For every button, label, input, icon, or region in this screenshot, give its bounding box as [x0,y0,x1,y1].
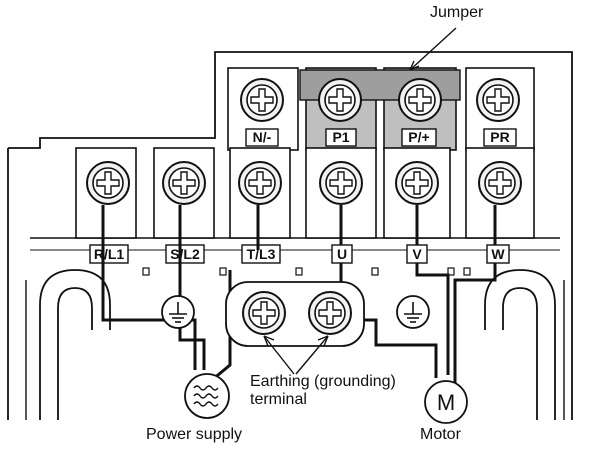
svg-text:V: V [412,246,422,262]
svg-text:R/L1: R/L1 [94,246,125,262]
earthing-arrows [263,335,329,375]
svg-text:N/-: N/- [253,129,272,145]
bottom-label-sl2: S/L2 [165,244,205,264]
bottom-label-w: W [486,244,510,264]
svg-text:T/L3: T/L3 [247,246,276,262]
svg-text:S/L2: S/L2 [170,246,200,262]
top-label-p1: P1 [325,128,357,147]
motor-symbol: M [424,380,468,424]
power-supply-symbol [184,373,230,419]
earthing-terminal-label-line2: terminal [250,391,307,408]
svg-text:W: W [491,246,505,262]
bottom-label-u: U [331,244,353,264]
svg-text:M: M [437,390,455,415]
slot-marks [142,267,471,276]
left-mount-hook [39,269,111,420]
ground-symbol-left [161,295,195,329]
bottom-label-v: V [406,244,428,264]
right-mount-hook [484,269,556,420]
motor-label: Motor [420,426,461,443]
top-label-p: P/+ [401,128,437,147]
top-label-pr: PR [483,128,517,147]
bottom-label-tl3: T/L3 [241,244,281,264]
jumper-leader [409,27,457,71]
svg-text:U: U [337,246,347,262]
jumper-label: Jumper [430,4,484,21]
power-supply-label: Power supply [146,426,243,443]
bottom-label-rl1: R/L1 [89,244,129,264]
earthing-terminal-label-line1: Earthing (grounding) [250,373,396,390]
svg-text:PR: PR [490,129,509,145]
bottom-terminal-row [75,147,535,239]
svg-text:P/+: P/+ [408,129,429,145]
wiring [101,205,497,387]
ground-symbol-right [396,295,430,329]
top-label-n: N/- [245,128,279,147]
svg-text:P1: P1 [332,129,349,145]
